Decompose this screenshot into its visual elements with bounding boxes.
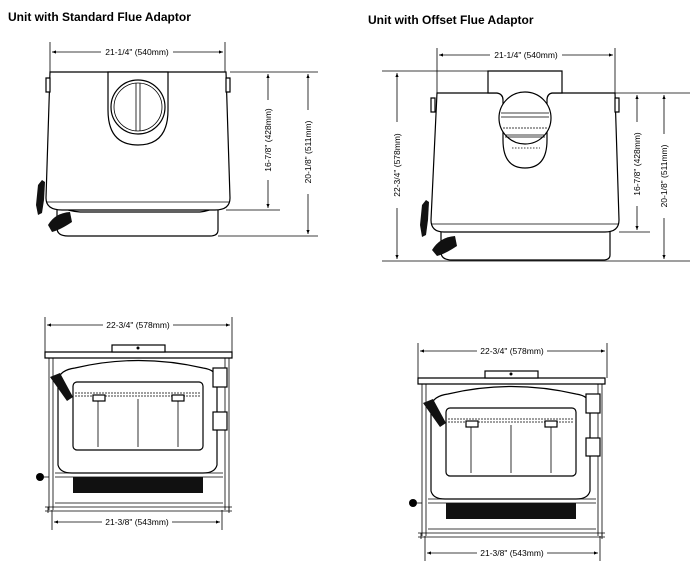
standard-top-width: 21-1/4" (540mm): [105, 47, 169, 57]
offset-total-height: 20-1/8" (511mm): [659, 144, 669, 207]
title-standard-flue: Unit with Standard Flue Adaptor: [8, 10, 191, 24]
standard-body-height: 16-7/8" (428mm): [263, 108, 273, 172]
offset-front-bottom-width: 21-3/8" (543mm): [480, 548, 544, 558]
offset-top-width: 21-1/4" (540mm): [494, 50, 558, 60]
offset-front-top-width: 22-3/4" (578mm): [480, 346, 544, 356]
offset-front-view: 22-3/4" (578mm) 21-3/8" (543mm): [408, 343, 608, 561]
standard-total-height: 20-1/8" (511mm): [303, 120, 313, 183]
standard-front-view: 22-3/4" (578mm) 21-3/8" (543mm): [35, 317, 233, 530]
offset-overall-height: 22-3/4" (578mm): [392, 133, 402, 197]
standard-front-bottom-width: 21-3/8" (543mm): [105, 517, 169, 527]
title-offset-flue: Unit with Offset Flue Adaptor: [368, 13, 534, 27]
standard-front-top-width: 22-3/4" (578mm): [106, 320, 170, 330]
standard-top-view: 21-1/4" (540mm) 16-7/8" (428mm) 20-1/8" …: [36, 42, 318, 237]
offset-body-height: 16-7/8" (428mm): [632, 132, 642, 196]
offset-top-view: 21-1/4" (540mm) 22-3/4" (578mm) 16-7/8" …: [382, 48, 690, 262]
